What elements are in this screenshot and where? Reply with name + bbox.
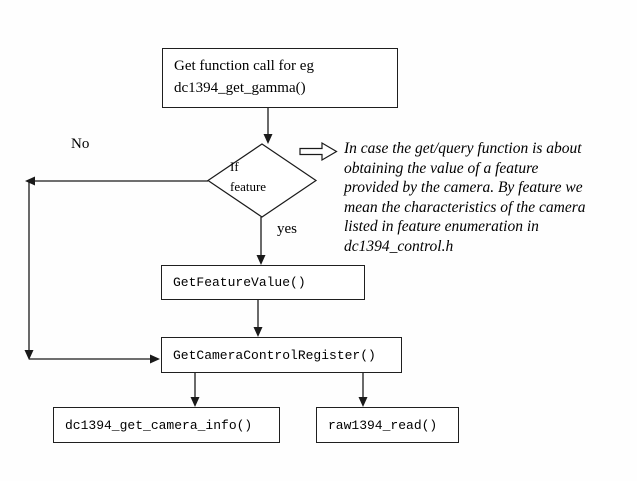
arrow-decision-to-getfeaturevalue: [256, 217, 266, 265]
annotation-note: In case the get/query function is about …: [344, 139, 585, 256]
raw1394-read-node: raw1394_read(): [316, 407, 459, 443]
note-pointer-block-arrow-icon: [299, 141, 338, 162]
start-node: Get function call for eg dc1394_get_gamm…: [162, 48, 398, 108]
arrow-register-to-rawread: [358, 373, 368, 407]
decision-label: If feature: [230, 157, 266, 197]
start-node-line2: dc1394_get_gamma(): [174, 80, 306, 96]
decision-label-line2: feature: [230, 179, 267, 194]
no-branch-label: No: [71, 136, 90, 152]
no-branch-arrow: [24, 176, 208, 364]
arrow-register-to-camerainfo: [190, 373, 200, 407]
getcameracontrolregister-node: GetCameraControlRegister(): [161, 337, 402, 373]
annotation-line: In case the get/query function is about: [344, 140, 582, 157]
getfeaturevalue-node: GetFeatureValue(): [161, 265, 365, 300]
annotation-line: mean the characteristics of the camera: [344, 198, 586, 216]
start-node-line1: Get function call for eg: [174, 58, 314, 74]
dc1394-get-camera-info-node: dc1394_get_camera_info(): [53, 407, 280, 443]
yes-branch-label: yes: [277, 221, 297, 237]
annotation-line: provided by the camera. By feature we: [344, 179, 583, 196]
annotation-line: listed in feature enumeration in: [344, 218, 539, 235]
decision-diamond: [206, 143, 318, 218]
arrow-start-to-decision: [263, 108, 273, 144]
arrow-getfeaturevalue-to-register: [253, 300, 263, 337]
annotation-line: obtaining the value of a feature: [344, 159, 539, 177]
decision-label-line1: If: [230, 159, 239, 174]
annotation-line: dc1394_control.h: [344, 237, 454, 255]
